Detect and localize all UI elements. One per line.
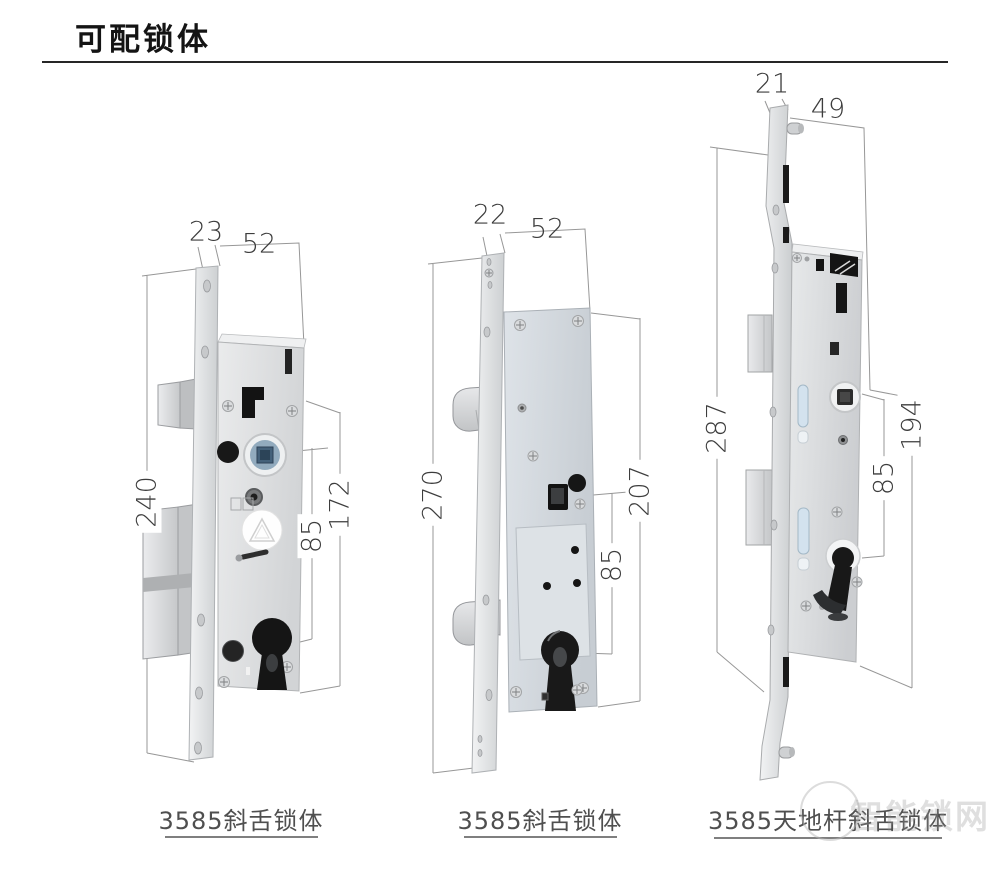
lock2-cylinder-hole	[541, 630, 579, 711]
lock1-dim-inner: 172	[325, 474, 356, 536]
lock3-strike-notch	[816, 253, 858, 355]
lock2-dim-height: 270	[418, 464, 449, 526]
lock3-dim-width: 49	[810, 93, 846, 125]
page-title: 可配锁体	[75, 22, 211, 58]
lock1-case-screws	[218, 400, 298, 688]
lock1-dim-thickness: 23	[188, 216, 224, 248]
lock1-stop-hole	[217, 441, 239, 463]
lock3-dim-thickness: 21	[754, 68, 790, 100]
lock2-faceplate	[471, 252, 505, 774]
lock2-dim-thickness: 22	[472, 199, 508, 231]
lock1-faceplate	[188, 265, 219, 761]
lock3-rod-pins	[778, 122, 804, 759]
lock1-dim-center: 85	[297, 513, 328, 559]
lock1-small-hole	[245, 488, 263, 506]
lock2-dim-width: 52	[529, 213, 565, 245]
lock2-caption-underline	[464, 836, 617, 838]
lock2-plate-screws	[510, 315, 589, 698]
lock1-dim-height: 240	[132, 471, 163, 533]
lock1-faceplate-screw-holes	[194, 279, 211, 755]
title-divider	[42, 61, 948, 63]
lock3-caption-underline	[714, 837, 942, 839]
lock3-faceplate-slots	[783, 165, 789, 687]
lock2-caption: 3585斜舌锁体	[457, 807, 623, 835]
lock2-dim-center: 85	[597, 542, 628, 588]
lock3-dim-inner: 194	[897, 394, 928, 456]
lock1-slot	[235, 549, 269, 562]
lock1-cylinder-hole	[252, 618, 292, 690]
lock1-strike-notch	[242, 387, 264, 418]
lock1-spindle-hole	[243, 433, 287, 477]
lock3-cylinder-hole	[813, 538, 861, 621]
lock3-dim-center: 85	[869, 455, 900, 501]
lock3-caption: 3585天地杆斜舌锁体	[707, 807, 949, 835]
lock3-guide-slots	[797, 384, 810, 571]
lock1-caption-underline	[165, 836, 318, 838]
lock3-side-bolts	[745, 314, 773, 546]
lock1-dim-width: 52	[241, 228, 277, 260]
lock3-faceplate-screw-holes	[767, 204, 780, 636]
lock3-dim-height: 287	[702, 397, 733, 459]
lock1-latch-bolt	[157, 378, 197, 430]
lock2-stop-hole	[568, 474, 586, 492]
lock1-brand-logo-triangle	[241, 509, 283, 551]
lock1-illustration	[141, 242, 341, 763]
lock2-faceplate-screw-holes	[477, 258, 493, 757]
lock2-spindle-hole	[548, 484, 568, 510]
lock2-sub-plate	[515, 523, 591, 661]
lock2-illustration	[427, 228, 641, 774]
lock1-caption: 3585斜舌锁体	[158, 807, 324, 835]
lock2-dim-inner: 207	[625, 460, 656, 522]
lock3-spindle-hole	[829, 381, 861, 413]
